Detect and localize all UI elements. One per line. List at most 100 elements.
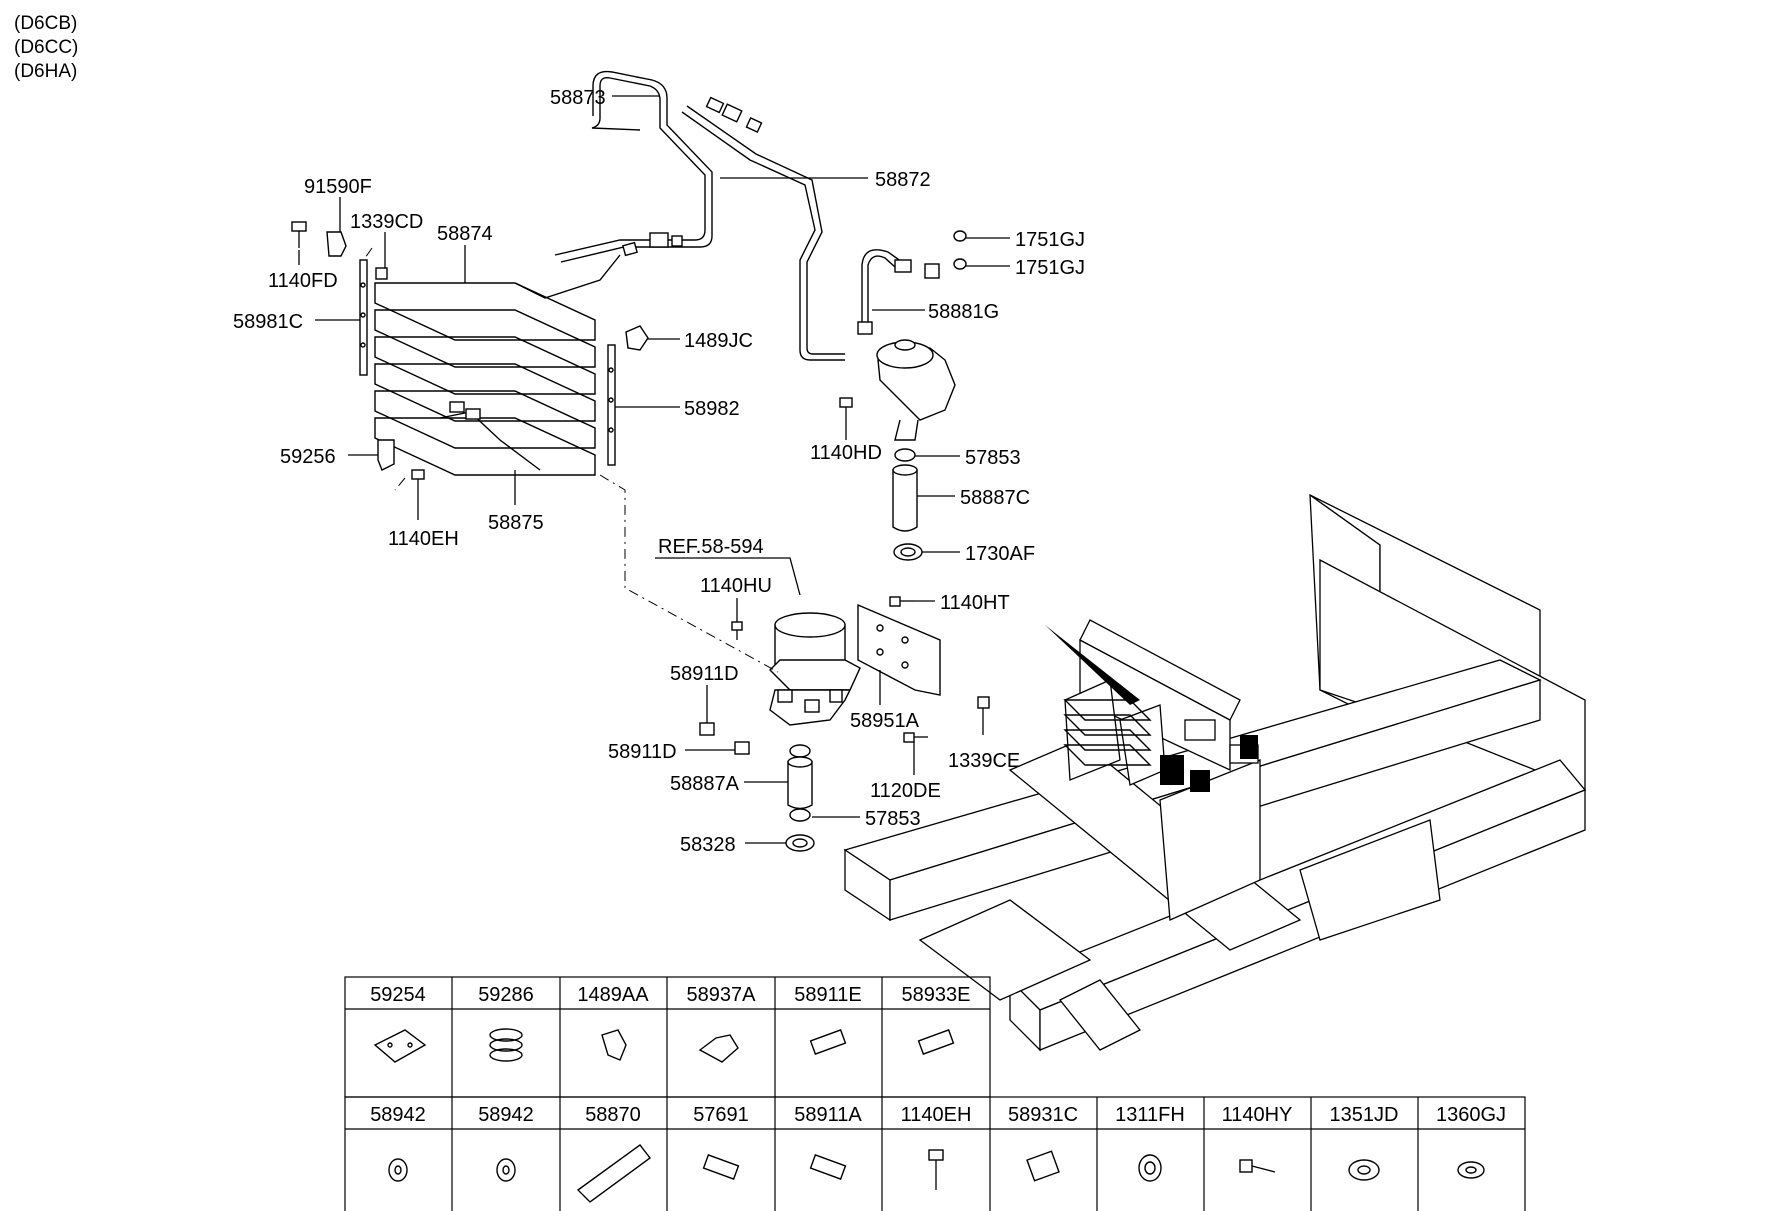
table-cell-58942-b: 58942	[478, 1104, 534, 1126]
callout-1730AF: 1730AF	[965, 543, 1035, 565]
callout-58874: 58874	[437, 223, 493, 245]
bolt-1140EH-icon	[928, 1149, 944, 1190]
table-cell-58937A: 58937A	[687, 984, 757, 1006]
guide-line	[394, 477, 406, 491]
connector-58931C-icon	[1026, 1150, 1060, 1182]
washer-58328[interactable]	[785, 834, 815, 852]
table-cell-1360GJ: 1360GJ	[1436, 1104, 1506, 1126]
callout-1751GJ-upper: 1751GJ	[1015, 229, 1085, 251]
table-cell-57691: 57691	[693, 1104, 749, 1126]
callout-58982: 58982	[684, 398, 740, 420]
table-cell-58870: 58870	[585, 1104, 641, 1126]
o-rings-1751GJ[interactable]	[953, 230, 967, 270]
callout-58872: 58872	[875, 169, 931, 191]
hose-58887A[interactable]	[787, 756, 813, 810]
callout-1140EH: 1140EH	[388, 528, 459, 550]
fitting-cluster-top	[622, 96, 763, 257]
clamp-59256[interactable]	[377, 439, 395, 471]
callout-58887A: 58887A	[670, 773, 740, 795]
nut-1339CE[interactable]	[977, 696, 990, 709]
callout-1489JC: 1489JC	[684, 330, 753, 352]
variant-d6cb: (D6CB)	[14, 13, 78, 34]
fitting-58933E-icon	[917, 1029, 955, 1055]
callout-58911D-upper: 58911D	[670, 663, 739, 685]
bracket-58951A[interactable]	[857, 603, 941, 696]
callout-58951A: 58951A	[850, 710, 920, 732]
hose-58870-icon	[576, 1144, 651, 1203]
callout-59256: 59256	[280, 446, 336, 468]
fitting-57691-icon	[702, 1154, 740, 1180]
guide-line	[364, 247, 373, 259]
table-cell-1311FH: 1311FH	[1115, 1104, 1185, 1126]
callout-1140HT: 1140HT	[940, 592, 1010, 614]
parts-table	[344, 976, 1526, 1211]
air-dryer-valve-body[interactable]	[769, 659, 861, 726]
separator-body[interactable]	[876, 339, 956, 441]
grommet-1311FH-icon	[1138, 1154, 1162, 1182]
bolt-1140HD[interactable]	[839, 397, 853, 425]
callout-ref-58-594: REF.58-594	[658, 536, 764, 558]
clamp-1489AA-icon	[601, 1029, 627, 1061]
callout-58873: 58873	[550, 87, 606, 109]
callout-1140HU: 1140HU	[700, 575, 772, 597]
hose-58881G[interactable]	[857, 249, 940, 335]
callout-1120DE: 1120DE	[870, 780, 941, 802]
table-cell-1351JD: 1351JD	[1330, 1104, 1399, 1126]
callout-57853-top: 57853	[965, 447, 1021, 469]
nut-1339CD[interactable]	[375, 267, 388, 280]
callout-58875: 58875	[488, 512, 544, 534]
table-cell-58942-a: 58942	[370, 1104, 426, 1126]
washer-1730AF[interactable]	[893, 543, 923, 561]
clip-1360GJ-icon	[1457, 1161, 1485, 1179]
table-cell-58911E: 58911E	[794, 984, 861, 1006]
chassis-frame	[843, 493, 1587, 1052]
table-cell-58911A: 58911A	[794, 1104, 862, 1126]
callout-91590F: 91590F	[304, 176, 372, 198]
bolt-1140EH[interactable]	[411, 469, 425, 492]
table-cell-58931C: 58931C	[1008, 1104, 1078, 1126]
callout-1140HD: 1140HD	[810, 442, 882, 464]
table-cell-1489AA: 1489AA	[577, 984, 649, 1006]
fittings-58911D[interactable]	[699, 722, 750, 755]
callout-58887C: 58887C	[960, 487, 1030, 509]
callout-1339CD: 1339CD	[350, 211, 423, 233]
callout-1140FD: 1140FD	[268, 270, 338, 292]
callout-57853-bottom: 57853	[865, 808, 921, 830]
bolt-1140HT[interactable]	[889, 596, 915, 607]
callout-1339CE: 1339CE	[948, 750, 1020, 772]
bracket-58982[interactable]	[607, 344, 616, 466]
bolt-1140HY-icon	[1239, 1159, 1276, 1173]
bolt-1140HU[interactable]	[731, 621, 743, 640]
clip-91590F[interactable]	[326, 231, 347, 257]
guide-line	[599, 474, 779, 673]
table-cell-1140EH: 1140EH	[901, 1104, 972, 1126]
coil-fittings	[449, 401, 481, 420]
table-cell-59254: 59254	[370, 984, 426, 1006]
callout-1751GJ-lower: 1751GJ	[1015, 257, 1085, 279]
washer-58942-a-icon	[388, 1158, 408, 1182]
spring-59286-icon	[489, 1028, 523, 1062]
callout-58881G: 58881G	[928, 301, 999, 323]
callout-58911D-lower: 58911D	[608, 741, 677, 763]
clamp-1489JC[interactable]	[625, 325, 649, 351]
callout-58328: 58328	[680, 834, 736, 856]
table-cell-1140HY: 1140HY	[1222, 1104, 1293, 1126]
elbow-58937A-icon	[698, 1034, 739, 1063]
bracket-58981C[interactable]	[359, 259, 368, 376]
fitting-58911A-icon	[809, 1154, 847, 1180]
bolt-1140FD[interactable]	[291, 221, 307, 248]
table-cell-58933E: 58933E	[902, 984, 971, 1006]
callout-58981C: 58981C	[233, 311, 303, 333]
hose-58887C[interactable]	[892, 464, 918, 532]
plate-59254-icon	[373, 1029, 427, 1063]
variant-d6cc: (D6CC)	[14, 37, 79, 58]
bolt-1120DE[interactable]	[903, 732, 928, 743]
pipe-58872[interactable]	[681, 105, 845, 361]
variant-d6ha: (D6HA)	[14, 61, 78, 82]
fitting-58911E-icon	[809, 1029, 847, 1055]
table-cell-59286: 59286	[478, 984, 534, 1006]
clamp-57853-top[interactable]	[894, 448, 916, 462]
pipe-58873[interactable]	[554, 70, 713, 263]
cooling-coil-58874[interactable]	[374, 254, 621, 476]
